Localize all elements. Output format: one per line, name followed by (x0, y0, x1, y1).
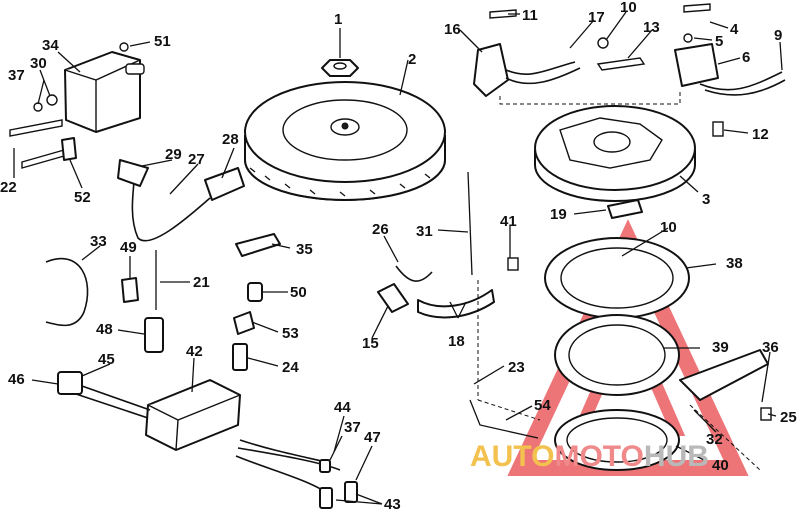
part-label-23: 23 (508, 359, 525, 376)
part-label-49: 49 (120, 239, 137, 256)
watermark-text: AUTOMOTOHUB (470, 440, 709, 473)
plate-bracket (607, 199, 643, 219)
part-label-37-top: 37 (8, 67, 25, 84)
part-label-24: 24 (282, 359, 299, 376)
part-label-10-top: 10 (620, 0, 637, 16)
part-label-25: 25 (780, 409, 797, 426)
part-label-13: 13 (643, 19, 660, 36)
watermark-hub: HUB (644, 440, 709, 473)
part-label-16: 16 (444, 21, 461, 38)
timer-arm-bracket (679, 349, 769, 401)
part-label-29: 29 (165, 146, 182, 163)
part-label-2: 2 (408, 51, 416, 68)
wiring-dash-lines (499, 92, 681, 105)
leader-lines (13, 11, 783, 505)
part-label-52: 52 (74, 189, 91, 206)
part-label-54: 54 (534, 397, 551, 414)
part-label-18: 18 (448, 333, 465, 350)
part-label-10-mid: 10 (660, 219, 677, 236)
hose (417, 289, 495, 319)
part-label-17: 17 (588, 9, 605, 26)
part-label-35: 35 (296, 241, 313, 258)
part-label-3: 3 (702, 191, 710, 208)
timer-base (674, 43, 786, 96)
wire-harness (57, 371, 341, 496)
part-label-41: 41 (500, 213, 517, 230)
cam-53 (233, 311, 255, 335)
retaining-ring (395, 265, 433, 282)
dash-boundary (477, 280, 761, 471)
part-label-5: 5 (715, 33, 723, 50)
part-label-39: 39 (712, 339, 729, 356)
spacer (144, 317, 164, 353)
timer-base-ring (544, 237, 690, 319)
part-label-53: 53 (282, 325, 299, 342)
part-label-45: 45 (98, 351, 115, 368)
svg-text:AUTOMOTOHUB: AUTOMOTOHUB (470, 440, 709, 473)
part-label-31: 31 (416, 223, 433, 240)
part-label-42: 42 (186, 343, 203, 360)
part-label-46: 46 (8, 371, 25, 388)
part-label-37-bottom: 37 (344, 419, 361, 436)
throttle-arm (235, 233, 281, 257)
part-label-12: 12 (752, 126, 769, 143)
part-label-48: 48 (96, 321, 113, 338)
ignition-coil (46, 51, 145, 133)
part-label-50: 50 (290, 284, 307, 301)
part-label-1: 1 (334, 11, 342, 28)
part-label-28: 28 (222, 131, 239, 148)
pin-50 (247, 282, 263, 302)
part-label-21: 21 (193, 274, 210, 291)
terminal-connectors (319, 459, 358, 509)
part-label-40: 40 (712, 457, 729, 474)
coil-clip (61, 137, 77, 161)
part-label-30: 30 (30, 55, 47, 72)
part-label-15: 15 (362, 335, 379, 352)
sensor-coil (473, 43, 581, 97)
connector-strap (596, 57, 646, 71)
watermark-moto: MOTO (554, 440, 643, 473)
part-label-44: 44 (334, 399, 351, 416)
part-label-19: 19 (550, 206, 567, 223)
part-label-43: 43 (384, 496, 401, 513)
retainer-ring (554, 314, 680, 396)
flywheel-nut (321, 59, 359, 77)
part-label-11: 11 (522, 7, 538, 24)
spring-49 (121, 277, 139, 303)
part-label-27: 27 (188, 151, 205, 168)
mounting-bolts (9, 119, 65, 169)
power-pack (145, 379, 241, 451)
flywheel (244, 81, 446, 201)
bearing-ring (554, 409, 680, 471)
part-label-47: 47 (364, 429, 381, 446)
part-label-9: 9 (774, 27, 782, 44)
part-label-32: 32 (706, 431, 723, 448)
spark-plug-lead (117, 159, 245, 242)
part-label-38: 38 (726, 255, 743, 272)
part-label-34: 34 (42, 37, 59, 54)
link-rod (467, 171, 473, 276)
bushing (232, 343, 248, 371)
stator-plate (534, 105, 696, 202)
part-label-33: 33 (90, 233, 107, 250)
part-label-51: 51 (154, 33, 171, 50)
part-label-26: 26 (372, 221, 389, 238)
link-rod-54 (469, 399, 539, 439)
part-label-4: 4 (730, 21, 739, 38)
ground-wire (45, 257, 89, 327)
part-label-36: 36 (762, 339, 779, 356)
part-label-22: 22 (0, 179, 17, 196)
part-label-6: 6 (742, 49, 750, 66)
throttle-cam (377, 283, 409, 313)
watermark-auto: AUTO (470, 440, 554, 473)
